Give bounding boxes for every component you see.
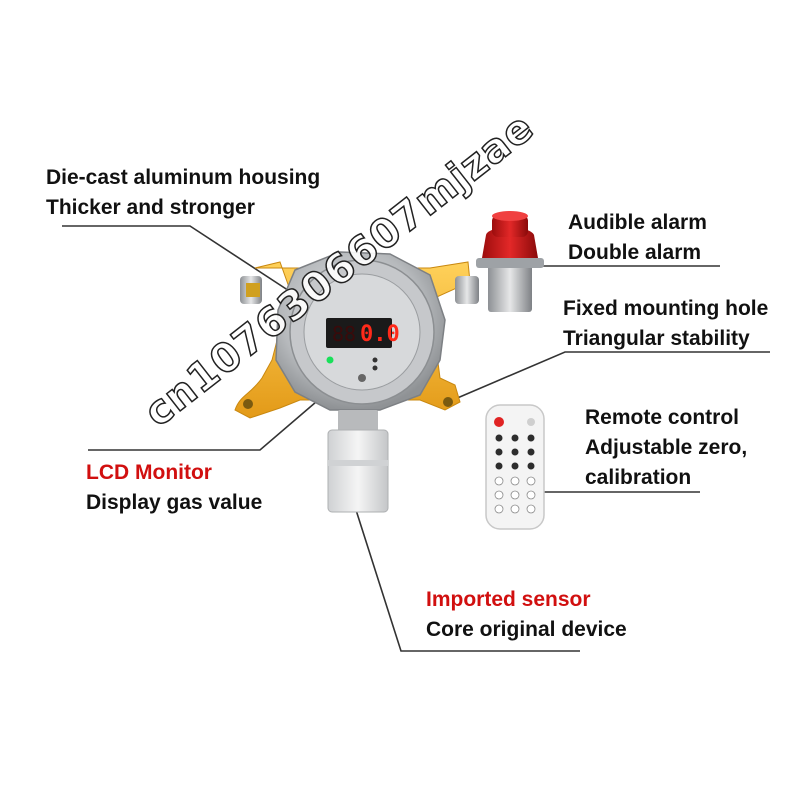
alarm-title: Audible alarm (568, 211, 707, 234)
callout-lines (62, 225, 770, 652)
status-led (326, 356, 334, 364)
aluminum-housing: 88 0.0 (275, 251, 446, 411)
lcd-leader (88, 389, 331, 451)
callout-mounting: Fixed mounting hole Triangular stability (563, 294, 768, 354)
lcd-display (326, 318, 392, 348)
remote-control (485, 404, 545, 530)
housing-title: Die-cast aluminum housing (46, 166, 321, 189)
lcd-subtitle: Display gas value (86, 491, 263, 514)
remote-line3: calibration (585, 466, 692, 489)
power-icon (494, 417, 504, 427)
mounting-subtitle: Triangular stability (563, 327, 750, 350)
mounting-leader (447, 351, 770, 403)
alarm-beacon (476, 211, 544, 312)
callout-sensor: Imported sensor Core original device (426, 585, 627, 645)
sensor-leader (355, 509, 580, 652)
sensor-title: Imported sensor (426, 588, 591, 611)
callout-housing: Die-cast aluminum housing Thicker and st… (46, 163, 320, 223)
remote-title: Remote control (585, 406, 740, 429)
dim-digits: 88 (332, 322, 356, 346)
mounting-hole (443, 397, 453, 407)
gas-value: 0.0 (360, 322, 400, 347)
callout-alarm: Audible alarm Double alarm (568, 208, 707, 268)
lcd-title: LCD Monitor (86, 461, 212, 484)
mounting-title: Fixed mounting hole (563, 297, 769, 320)
alarm-subtitle: Double alarm (568, 241, 702, 264)
callout-lcd: LCD Monitor Display gas value (86, 458, 262, 518)
callout-remote: Remote control Adjustable zero, calibrat… (585, 403, 747, 493)
gas-sensor (327, 410, 389, 513)
sensor-subtitle: Core original device (426, 618, 627, 641)
housing-leader (62, 225, 304, 301)
remote-line2: Adjustable zero, (585, 436, 748, 459)
housing-subtitle: Thicker and stronger (46, 196, 255, 219)
